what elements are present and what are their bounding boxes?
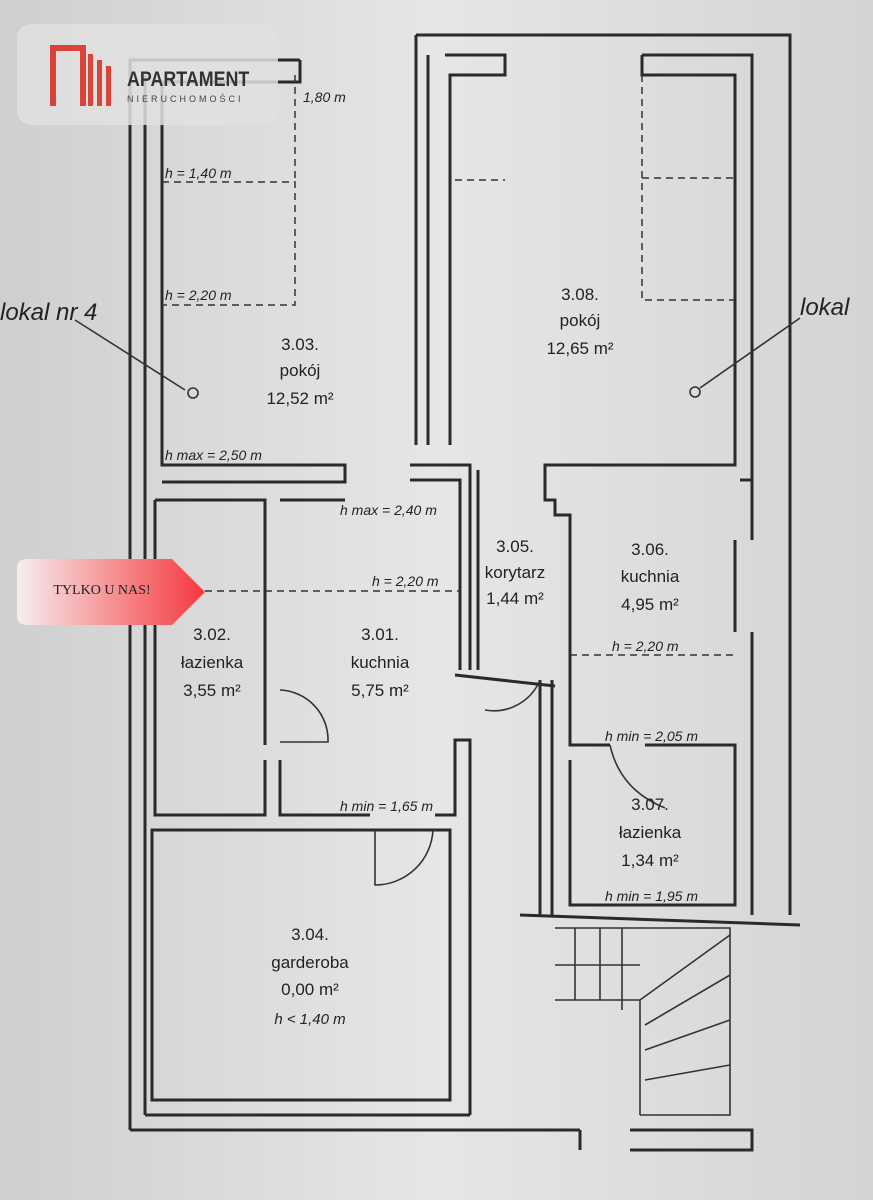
svg-text:kuchnia: kuchnia — [351, 653, 410, 672]
logo: APARTAMENT NIERUCHOMOŚCI — [17, 24, 278, 125]
svg-text:12,52 m²: 12,52 m² — [266, 389, 333, 408]
svg-text:h = 2,20 m: h = 2,20 m — [372, 573, 439, 589]
svg-text:łazienka: łazienka — [181, 653, 244, 672]
svg-text:kuchnia: kuchnia — [621, 567, 680, 586]
svg-text:3.07.: 3.07. — [631, 795, 669, 814]
svg-text:garderoba: garderoba — [271, 953, 349, 972]
svg-text:korytarz: korytarz — [485, 563, 545, 582]
room-3-06: 3.06. kuchnia 4,95 m² — [621, 540, 680, 614]
svg-text:5,75 m²: 5,75 m² — [351, 681, 409, 700]
svg-text:h min = 1,95 m: h min = 1,95 m — [605, 888, 698, 904]
svg-text:1,34 m²: 1,34 m² — [621, 851, 679, 870]
svg-text:3,55 m²: 3,55 m² — [183, 681, 241, 700]
doors — [279, 673, 666, 886]
logo-subtitle: NIERUCHOMOŚCI — [127, 94, 244, 104]
room-3-07: 3.07. łazienka 1,34 m² — [619, 795, 682, 870]
svg-text:łazienka: łazienka — [619, 823, 682, 842]
height-labels: 1,80 m h = 1,40 m h = 2,20 m h max = 2,5… — [165, 89, 698, 904]
room-3-04: 3.04. garderoba 0,00 m² h < 1,40 m — [271, 925, 349, 1028]
room-3-01: 3.01. kuchnia 5,75 m² — [351, 625, 410, 700]
svg-text:h = 2,20 m: h = 2,20 m — [612, 638, 679, 654]
svg-text:h = 2,20 m: h = 2,20 m — [165, 287, 232, 303]
exclusive-badge: TYLKO U NAS! — [17, 559, 205, 625]
height-label-top: 1,80 m — [303, 89, 346, 105]
svg-text:3.04.: 3.04. — [291, 925, 329, 944]
svg-text:pokój: pokój — [280, 361, 321, 380]
neighbor-left-label: lokal nr 4 — [0, 299, 97, 326]
room-3-03: 3.03. pokój 12,52 m² — [266, 335, 333, 408]
svg-text:h min = 2,05 m: h min = 2,05 m — [605, 728, 698, 744]
logo-name: APARTAMENT — [127, 68, 250, 91]
svg-text:12,65 m²: 12,65 m² — [546, 339, 613, 358]
svg-text:h min = 1,65 m: h min = 1,65 m — [340, 798, 433, 814]
svg-text:3.03.: 3.03. — [281, 335, 319, 354]
room-3-02: 3.02. łazienka 3,55 m² — [181, 625, 244, 700]
svg-text:3.08.: 3.08. — [561, 285, 599, 304]
svg-text:3.02.: 3.02. — [193, 625, 231, 644]
neighbor-right-label: lokal — [800, 294, 850, 321]
svg-text:h max = 2,50 m: h max = 2,50 m — [165, 447, 262, 463]
svg-text:3.06.: 3.06. — [631, 540, 669, 559]
svg-text:h = 1,40 m: h = 1,40 m — [165, 165, 232, 181]
svg-text:4,95 m²: 4,95 m² — [621, 595, 679, 614]
svg-text:h max = 2,40 m: h max = 2,40 m — [340, 502, 437, 518]
svg-text:1,44 m²: 1,44 m² — [486, 589, 544, 608]
svg-text:3.05.: 3.05. — [496, 537, 534, 556]
badge-shape — [17, 559, 205, 625]
svg-text:h < 1,40 m: h < 1,40 m — [274, 1011, 345, 1028]
room-3-08: 3.08. pokój 12,65 m² — [546, 285, 613, 358]
room-3-05: 3.05. korytarz 1,44 m² — [485, 537, 545, 608]
svg-text:0,00 m²: 0,00 m² — [281, 980, 339, 999]
svg-text:pokój: pokój — [560, 311, 601, 330]
badge-text: TYLKO U NAS! — [53, 583, 151, 598]
logo-mark-icon — [50, 45, 111, 106]
dashed-lines — [162, 75, 735, 656]
svg-text:3.01.: 3.01. — [361, 625, 399, 644]
pointer-lines — [74, 317, 801, 399]
stairs — [555, 927, 731, 1116]
